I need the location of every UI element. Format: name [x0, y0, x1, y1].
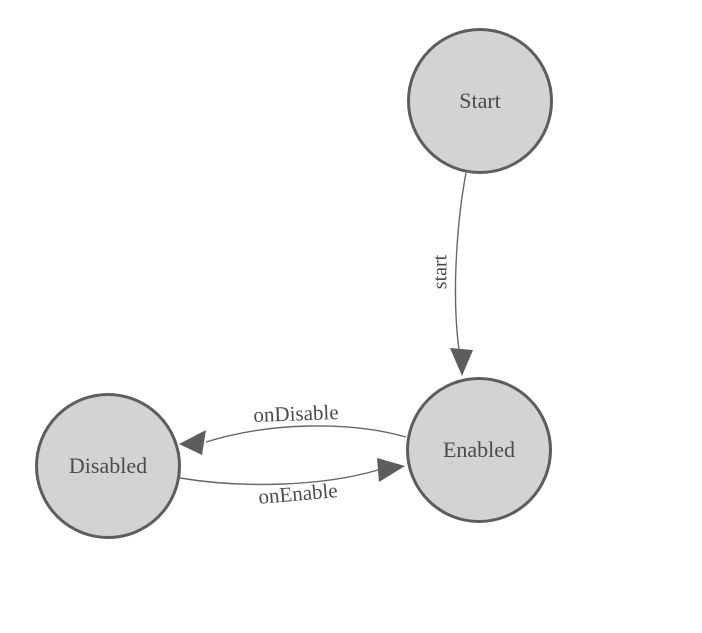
state-node-enabled[interactable]: Enabled: [406, 377, 552, 523]
edge-start-to-enabled: [454, 172, 467, 351]
arrowhead-start-to-enabled: [450, 348, 473, 376]
edge-disabled-to-enabled: [179, 469, 379, 486]
state-node-start[interactable]: Start: [407, 28, 553, 174]
state-node-disabled-label: Disabled: [68, 453, 148, 478]
state-node-start-label: Start: [459, 88, 501, 113]
state-node-disabled[interactable]: Disabled: [35, 393, 181, 539]
edge-label-start: start: [429, 254, 452, 290]
edge-enabled-to-disabled: [205, 425, 407, 443]
state-node-enabled-label: Enabled: [442, 437, 516, 462]
edge-label-ondisable: onDisable: [253, 400, 339, 427]
arrowhead-enabled-to-disabled: [179, 430, 206, 455]
arrowhead-disabled-to-enabled: [377, 458, 405, 482]
